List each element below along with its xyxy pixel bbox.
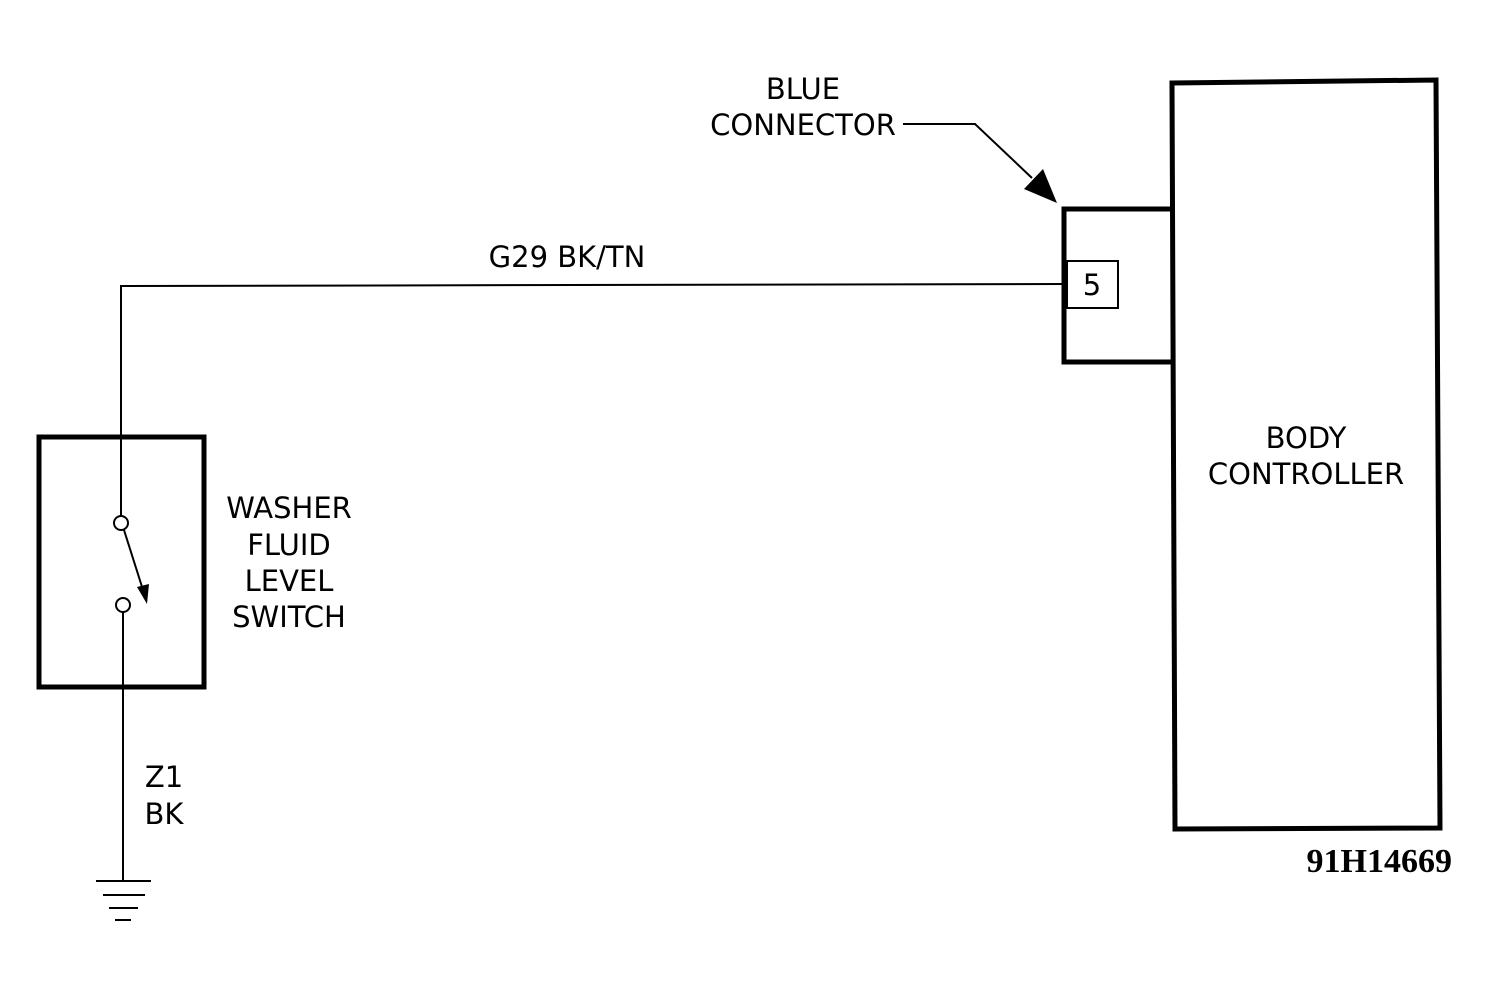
blue-connector-label-line1: BLUE	[766, 72, 840, 106]
ground-wire-circuit-label: Z1	[145, 760, 183, 794]
switch-label-line4: SWITCH	[232, 600, 346, 634]
body-controller-box	[1169, 77, 1443, 832]
blue-connector-shell	[1061, 206, 1172, 365]
switch-contact-bottom	[115, 597, 131, 613]
switch-blade	[123, 529, 144, 591]
callout-arrowhead-icon	[1024, 169, 1057, 203]
blue-connector-label-line2: CONNECTOR	[710, 108, 896, 142]
connector-pin-number: 5	[1083, 268, 1101, 302]
switch-contact-top	[113, 515, 129, 531]
callout-leader-line	[903, 123, 1033, 179]
switch-label-line2: FLUID	[247, 528, 331, 562]
body-controller-label-line2: CONTROLLER	[1208, 457, 1404, 491]
ground-wire-color-label: BK	[145, 797, 185, 831]
switch-label-line1: WASHER	[226, 491, 352, 525]
wire-g29-label: G29 BK/TN	[489, 240, 646, 274]
ground-symbol-icon	[96, 880, 151, 921]
body-controller-label-line1: BODY	[1266, 421, 1347, 455]
switch-label-line3: LEVEL	[245, 564, 334, 598]
wire-g29	[120, 283, 1068, 437]
figure-id: 91H14669	[1307, 843, 1452, 880]
switch-blade-arrowhead-icon	[137, 584, 149, 604]
